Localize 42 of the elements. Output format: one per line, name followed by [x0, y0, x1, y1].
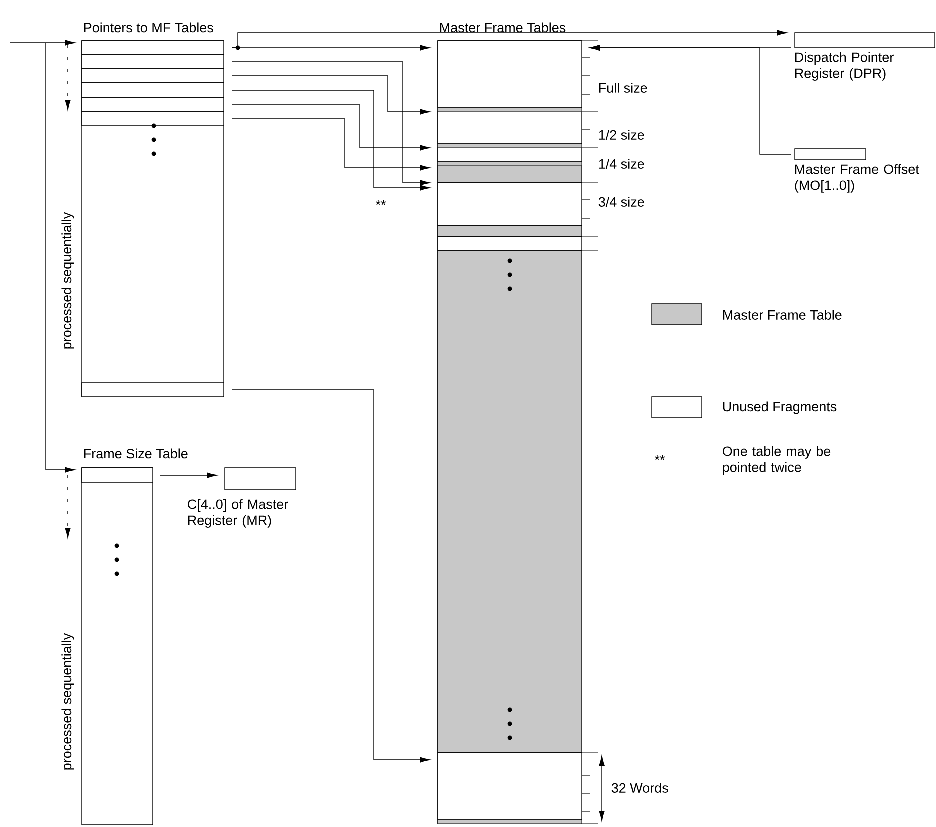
rotated-label: processed sequentially	[62, 633, 74, 770]
register-label: Dispatch Pointer Register (DPR)	[795, 52, 894, 81]
legend-label: Master Frame Table	[723, 310, 842, 320]
memory-segment	[438, 250, 582, 754]
legend-label: Unused Fragments	[723, 402, 837, 414]
arrow	[46, 42, 76, 473]
footnote-mark: **	[376, 200, 386, 206]
dimension-label: 32 Words	[612, 783, 668, 793]
arrow	[232, 62, 430, 186]
table-row	[82, 382, 224, 398]
rotated-label: processed sequentially	[62, 212, 74, 349]
memory-segment	[438, 752, 582, 820]
arrow	[232, 30, 788, 48]
arrow	[232, 390, 430, 763]
arrow	[232, 118, 430, 171]
arrow	[232, 76, 430, 115]
table-heading: Master Frame Tables	[440, 22, 566, 33]
table-row	[82, 68, 224, 84]
register-label: C[4..0] of Master Register (MR)	[188, 499, 288, 528]
arrow	[10, 40, 76, 46]
table-row	[82, 40, 224, 56]
arrow	[590, 45, 792, 155]
memory-segment	[438, 166, 582, 184]
table-row	[82, 98, 224, 112]
memory-segment	[438, 226, 582, 238]
legend-note: One table may be pointed twice	[723, 446, 831, 475]
table-row	[82, 468, 154, 484]
arrow	[160, 472, 218, 478]
table-row	[82, 54, 224, 70]
table-row	[82, 82, 224, 98]
table-heading: Frame Size Table	[84, 448, 188, 459]
arrow	[232, 90, 430, 191]
size-label: 1/4 size	[599, 159, 644, 169]
footnote-mark: **	[654, 455, 666, 460]
table-row	[82, 112, 224, 126]
memory-segment	[438, 236, 582, 252]
table-heading: Pointers to MF Tables	[84, 22, 214, 33]
arrow	[232, 104, 430, 151]
register-label: Master Frame Offset (MO[1..0])	[795, 164, 920, 193]
size-label: Full size	[599, 83, 648, 93]
size-label: 3/4 size	[598, 197, 644, 207]
size-label: 1/2 size	[599, 130, 644, 140]
